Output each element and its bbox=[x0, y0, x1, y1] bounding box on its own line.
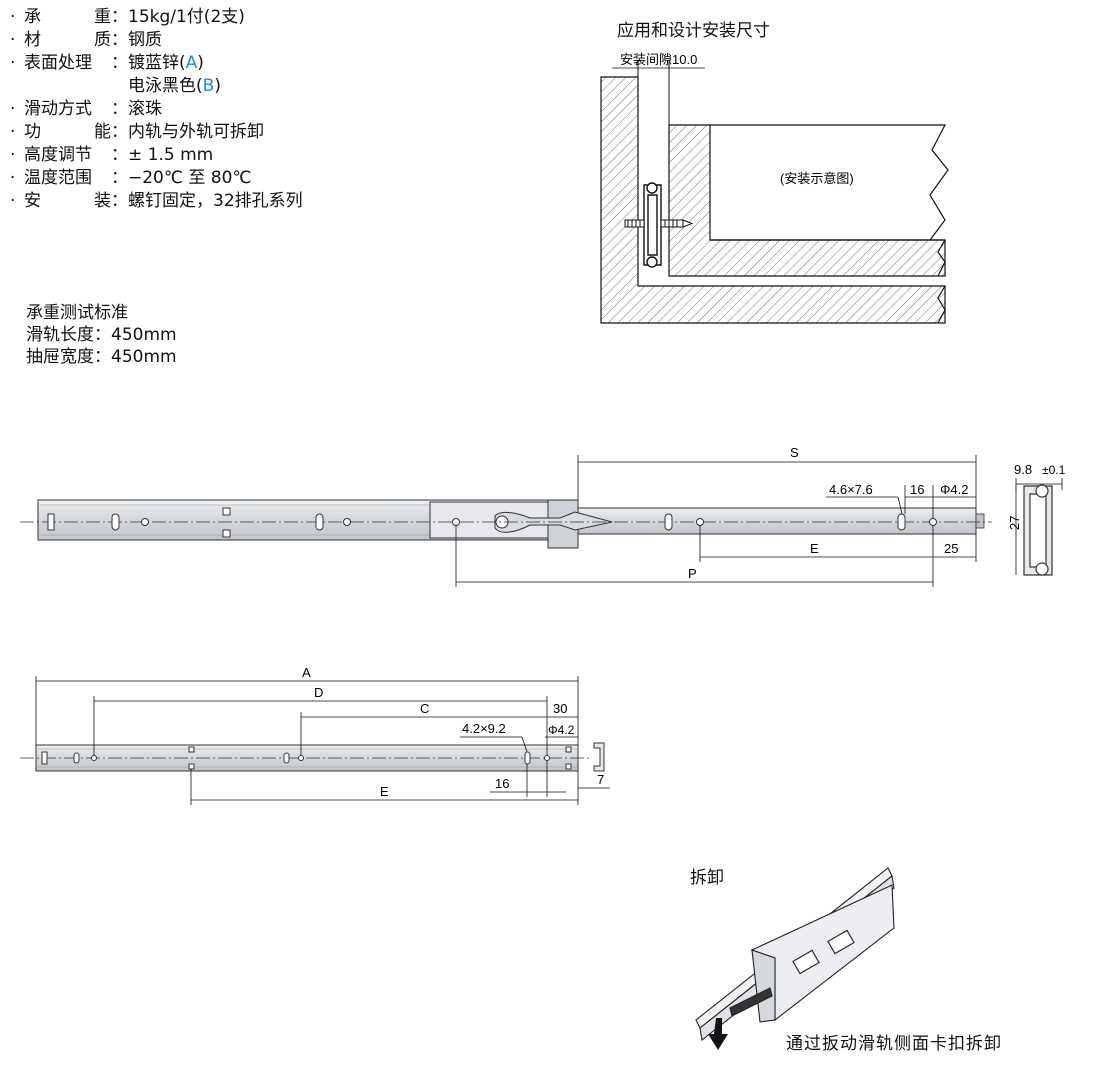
closed-mount-holes bbox=[41, 746, 572, 770]
dim-slot-closed: 4.2×9.2 bbox=[462, 721, 506, 736]
dim-E: E bbox=[810, 541, 819, 556]
dim-tolerance: ±0.1 bbox=[1042, 463, 1066, 477]
dim-7: 7 bbox=[597, 772, 604, 787]
dim-slot: 4.6×7.6 bbox=[829, 482, 873, 497]
spec-label: 滑动方式 bbox=[24, 99, 92, 119]
dim-phi: Φ4.2 bbox=[940, 482, 968, 497]
gap-label: 安装间隙10.0 bbox=[620, 52, 697, 67]
drawer-width: 抽屉宽度：450mm bbox=[26, 347, 177, 367]
dim-30: 30 bbox=[553, 701, 567, 716]
spec-row-load: · 承重 15kg/1付(2支) bbox=[10, 6, 303, 29]
install-title: 应用和设计安装尺寸 bbox=[617, 21, 770, 41]
install-diagram-note: (安装示意图) bbox=[780, 171, 854, 186]
spec-label: 能 bbox=[94, 121, 128, 144]
dim-16-closed: 16 bbox=[495, 776, 509, 791]
spec-label: 装 bbox=[94, 190, 128, 213]
load-test-title: 承重测试标准 bbox=[26, 303, 128, 323]
closed-rail-view: A D C 30 4.2×9.2 Φ4.2 16 E 7 bbox=[20, 665, 610, 805]
disassembly-title: 拆卸 bbox=[690, 868, 724, 888]
finish-code-b: B bbox=[202, 76, 215, 96]
spec-label: 材 bbox=[24, 30, 41, 50]
spec-row-finish-b: x 电泳黑色(B) bbox=[10, 75, 303, 98]
finish-code-a: A bbox=[185, 53, 198, 73]
spec-row-install: · 安装 螺钉固定，32排孔系列 bbox=[10, 190, 303, 213]
spec-row-function: · 功能 内轨与外轨可拆卸 bbox=[10, 121, 303, 144]
mount-holes bbox=[47, 507, 937, 538]
spec-label: 功 bbox=[24, 122, 41, 142]
spec-label: 温度范围 bbox=[24, 168, 92, 188]
spec-row-slide: · 滑动方式 滚珠 bbox=[10, 98, 303, 121]
down-arrow-icon bbox=[708, 1018, 728, 1050]
spec-label: 重 bbox=[94, 6, 128, 29]
inner-rail bbox=[577, 507, 977, 535]
spec-value: 内轨与外轨可拆卸 bbox=[128, 122, 264, 142]
spec-row-height: · 高度调节 ± 1.5 mm bbox=[10, 144, 303, 167]
slide-profile bbox=[643, 182, 662, 268]
rail-length: 滑轨长度：450mm bbox=[26, 325, 177, 345]
spec-value: ± 1.5 mm bbox=[128, 145, 214, 165]
spec-value: −20℃ 至 80℃ bbox=[128, 168, 252, 188]
dim-E-closed: E bbox=[380, 784, 389, 799]
dim-D: D bbox=[314, 685, 323, 700]
dim-A: A bbox=[302, 665, 311, 680]
spec-row-temp: · 温度范围 −20℃ 至 80℃ bbox=[10, 167, 303, 190]
dim-P: P bbox=[688, 566, 697, 581]
spec-list: · 承重 15kg/1付(2支) · 材质 钢质 · 表面处理 镀蓝锌(A) x… bbox=[10, 6, 303, 213]
dim-16: 16 bbox=[910, 482, 924, 497]
spec-label: 承 bbox=[24, 7, 41, 27]
spec-value: 15kg/1付(2支) bbox=[128, 7, 245, 27]
spec-value: 电泳黑色(B) bbox=[128, 76, 221, 96]
screw-icon bbox=[624, 219, 694, 228]
spec-label: 安 bbox=[24, 191, 41, 211]
dim-phi-closed: Φ4.2 bbox=[548, 723, 575, 737]
spec-label: 高度调节 bbox=[24, 145, 92, 165]
closed-profile-end bbox=[593, 742, 605, 772]
spec-label: 表面处理 bbox=[24, 53, 92, 73]
dim-25: 25 bbox=[944, 541, 958, 556]
disassembly-caption: 通过扳动滑轨侧面卡扣拆卸 bbox=[786, 1034, 1002, 1054]
spec-label: 质 bbox=[94, 29, 128, 52]
rail-profile-end bbox=[1023, 484, 1053, 576]
dim-27: 27 bbox=[1007, 516, 1022, 530]
install-diagram: 安装间隙10.0 (安装示意图) bbox=[600, 52, 949, 324]
spec-row-material: · 材质 钢质 bbox=[10, 29, 303, 52]
spec-row-finish: · 表面处理 镀蓝锌(A) bbox=[10, 52, 303, 75]
dim-S: S bbox=[790, 445, 799, 460]
spec-value: 钢质 bbox=[128, 30, 162, 50]
spec-value: 镀蓝锌(A) bbox=[128, 53, 204, 73]
spec-value: 螺钉固定，32排孔系列 bbox=[128, 191, 303, 211]
dim-C: C bbox=[420, 701, 429, 716]
load-test-block: 承重测试标准 滑轨长度：450mm 抽屉宽度：450mm bbox=[26, 302, 177, 368]
spec-value: 滚珠 bbox=[128, 99, 162, 119]
disassembly-illustration bbox=[695, 867, 895, 1050]
dim-9-8: 9.8 bbox=[1014, 462, 1032, 477]
extended-rail-view: S 4.6×7.6 16 Φ4.2 E 25 P 9.8 ±0.1 27 bbox=[20, 445, 1066, 587]
